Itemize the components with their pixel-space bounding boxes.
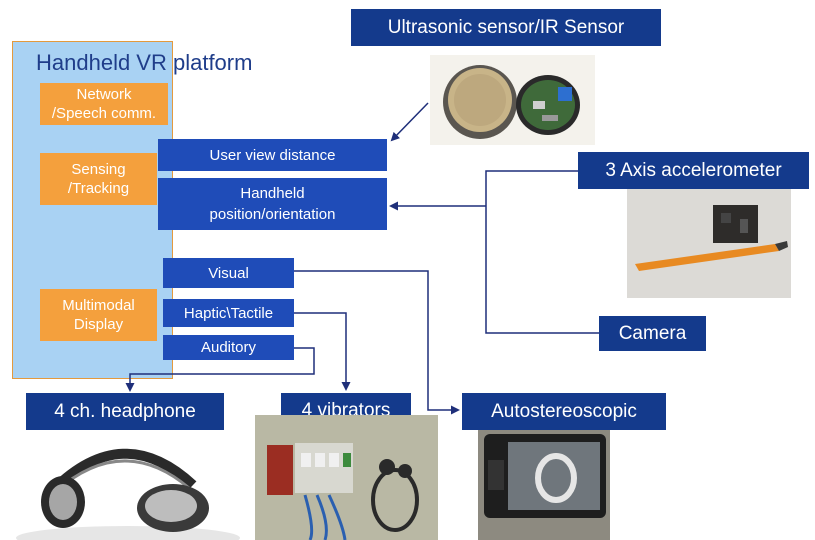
auditory-label: Auditory xyxy=(200,339,257,356)
user-view-distance-box: User view distance xyxy=(158,139,387,171)
handheld-position-box: Handheld position/orientation xyxy=(158,178,387,230)
accelerometer-photo xyxy=(627,189,791,298)
display-label-line2: Display xyxy=(73,316,124,333)
accelerometer-label: 3 Axis accelerometer xyxy=(578,152,809,189)
camera-label: Camera xyxy=(599,316,706,351)
headphone-label: 4 ch. headphone xyxy=(26,393,224,430)
headphone-text: 4 ch. headphone xyxy=(54,400,196,422)
accelerometer-text: 3 Axis accelerometer xyxy=(605,159,782,181)
visual-arrow xyxy=(294,270,460,415)
ultrasonic-text: Ultrasonic sensor/IR Sensor xyxy=(387,16,625,38)
visual-label: Visual xyxy=(208,264,249,282)
multimodal-display-box: Multimodal Display xyxy=(40,289,157,341)
camera-text: Camera xyxy=(618,322,687,344)
network-label-line2: /Speech comm. xyxy=(51,105,157,122)
autostereoscopic-text: Autostereoscopic xyxy=(491,400,637,422)
sensing-label-line1: Sensing xyxy=(71,161,126,178)
headphone-photo xyxy=(13,430,243,540)
auditory-arrow xyxy=(125,347,315,392)
auditory-box: Auditory xyxy=(163,335,294,360)
ultrasonic-sensor-label: Ultrasonic sensor/IR Sensor xyxy=(351,9,661,46)
autostereoscopic-label: Autostereoscopic xyxy=(462,393,666,430)
ultrasonic-arrow xyxy=(390,102,429,142)
user-view-distance-label: User view distance xyxy=(209,146,336,164)
accel-camera-bracket xyxy=(485,170,599,334)
network-label-line1: Network xyxy=(76,86,132,103)
autostereoscopic-photo xyxy=(478,430,610,540)
handheld-label-line2: position/orientation xyxy=(209,206,336,223)
platform-title: Handheld VR platform xyxy=(36,50,253,75)
haptic-label: Haptic\Tactile xyxy=(183,304,274,322)
network-speech-box: Network /Speech comm. xyxy=(40,83,168,125)
haptic-arrow xyxy=(294,312,351,391)
sensing-tracking-box: Sensing /Tracking xyxy=(40,153,157,205)
ultrasonic-sensor-photo xyxy=(430,55,595,145)
visual-box: Visual xyxy=(163,258,294,288)
display-label-line1: Multimodal xyxy=(62,297,135,314)
vibrators-photo xyxy=(255,415,438,540)
sensing-label-line2: /Tracking xyxy=(67,180,130,197)
handheld-label-line1: Handheld xyxy=(240,185,305,202)
haptic-tactile-box: Haptic\Tactile xyxy=(163,299,294,327)
